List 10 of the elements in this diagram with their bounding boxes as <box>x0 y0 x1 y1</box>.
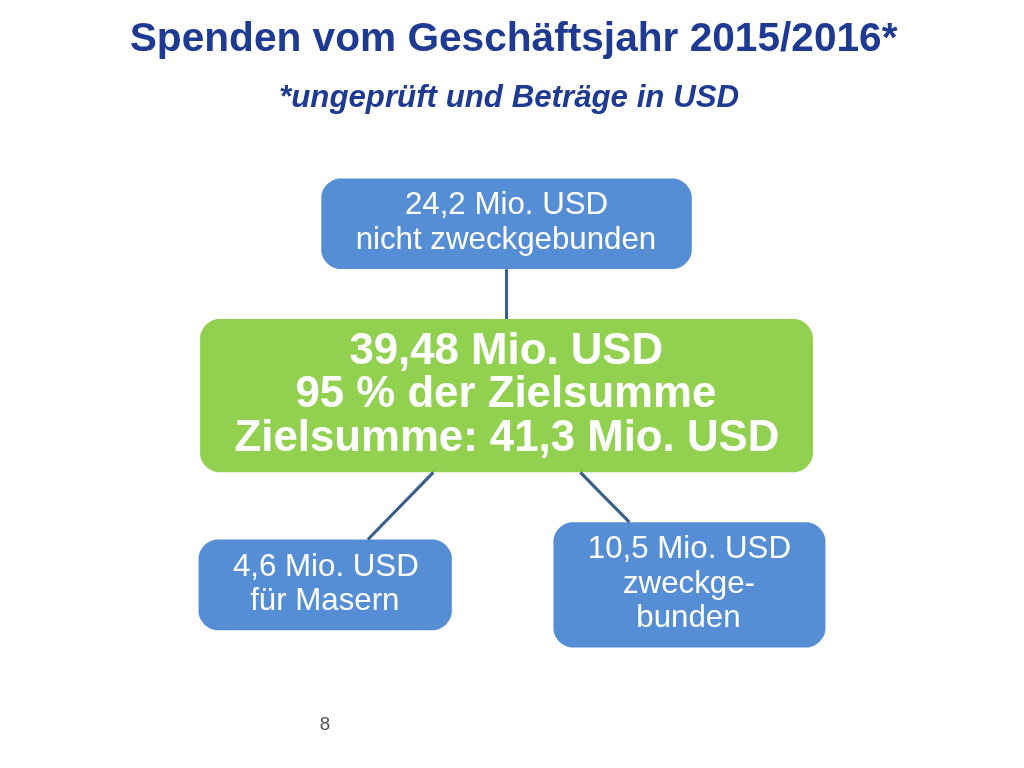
diagram-title: Spenden vom Geschäftsjahr 2015/2016* <box>129 14 898 61</box>
connector <box>504 269 509 320</box>
node-box: 24,2 Mio. USD nicht zweckgebunden <box>321 178 692 270</box>
label: *ungeprüft und Beträge in USD <box>279 78 740 114</box>
connector <box>579 471 631 524</box>
node-box: 39,48 Mio. USD 95 % der Zielsumme Zielsumme: 41,3 Mio. USD <box>200 319 813 473</box>
label: 8 <box>319 713 331 735</box>
node-box: 4,6 Mio. USD für Masern <box>198 539 452 631</box>
node-box: 10,5 Mio. USD zweckge- bunden <box>553 522 826 648</box>
connector <box>366 471 435 541</box>
